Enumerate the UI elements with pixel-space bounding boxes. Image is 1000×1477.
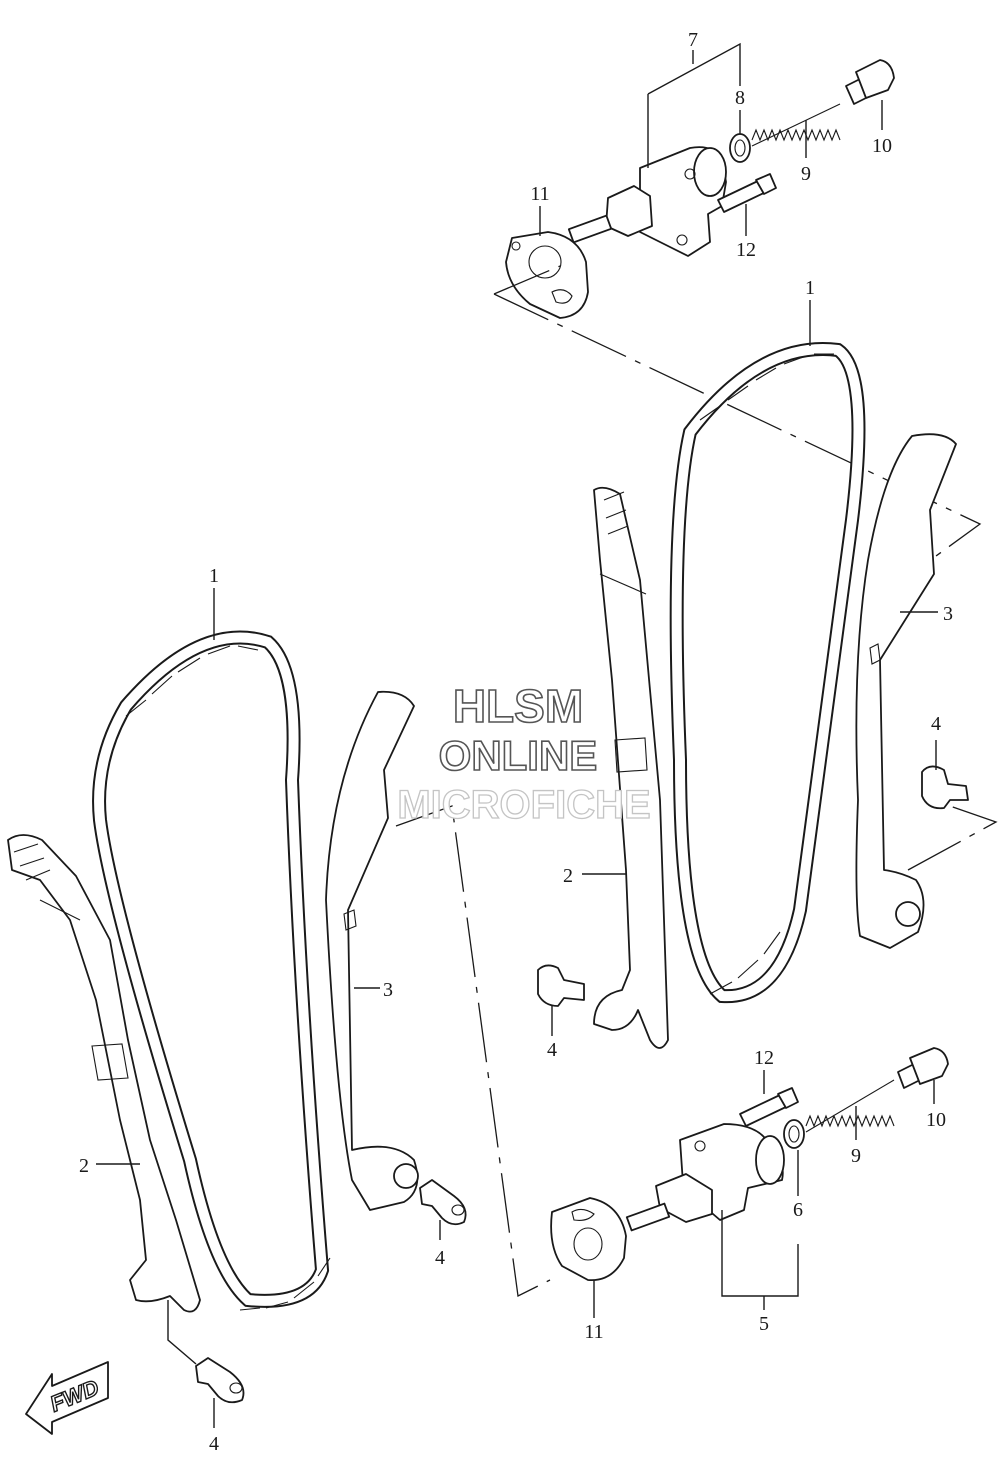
callout-upper-10: 10	[872, 135, 892, 157]
upper-tensioner-assembly	[505, 42, 895, 319]
spring-lower[interactable]	[805, 1114, 895, 1128]
watermark-line3: MICROFICHE	[397, 783, 650, 827]
watermark-line1: HLSM	[453, 680, 583, 732]
pivot-bolt-right-upper[interactable]	[921, 765, 969, 810]
callout-right-4a: 4	[931, 713, 941, 735]
callout-right-1: 1	[805, 277, 815, 299]
callout-right-3: 3	[943, 603, 953, 625]
chain-guide-left[interactable]	[7, 834, 201, 1313]
callout-upper-9: 9	[801, 163, 811, 185]
callout-upper-8: 8	[735, 87, 745, 109]
callout-left-4b: 4	[209, 1433, 219, 1455]
callout-left-3: 3	[383, 979, 393, 1001]
watermark: HLSM ONLINE MICROFICHE	[397, 679, 652, 827]
callout-lower-11: 11	[584, 1321, 603, 1343]
callout-lower-9: 9	[851, 1145, 861, 1167]
gasket-upper[interactable]	[505, 231, 589, 319]
callout-right-2: 2	[563, 865, 573, 887]
callout-right-4b: 4	[547, 1039, 557, 1061]
chain-guide-right[interactable]	[593, 486, 669, 1049]
callout-upper-12: 12	[736, 239, 756, 261]
left-cam-chain-group	[7, 588, 467, 1428]
pivot-bolt-right-lower[interactable]	[537, 964, 585, 1007]
callout-left-2: 2	[79, 1155, 89, 1177]
pivot-bolt-left-lower[interactable]	[195, 1357, 245, 1404]
gasket-lower[interactable]	[550, 1197, 627, 1281]
callout-labels: 7 8 9 10 11 12 1 2 3 4 4 1 2 3 4 4 5 6 9…	[79, 29, 953, 1455]
washer-lower[interactable]	[783, 1119, 805, 1149]
callout-left-4a: 4	[435, 1247, 445, 1269]
callout-lower-5: 5	[759, 1313, 769, 1335]
callout-upper-11: 11	[530, 183, 549, 205]
pivot-bolt-left-middle[interactable]	[419, 1179, 467, 1226]
lower-tensioner-assembly	[550, 1047, 949, 1318]
tensioner-guide-right[interactable]	[855, 433, 957, 949]
callout-lower-12: 12	[754, 1047, 774, 1069]
watermark-line2: ONLINE	[439, 732, 598, 779]
washer-upper[interactable]	[729, 133, 751, 163]
callout-lower-6: 6	[793, 1199, 803, 1221]
fwd-arrow: FWD	[25, 1361, 109, 1435]
fwd-arrow-icon	[25, 1361, 109, 1435]
callout-left-1: 1	[209, 565, 219, 587]
alignment-line-upper	[493, 265, 982, 557]
alignment-line-left	[395, 805, 551, 1297]
callout-upper-7: 7	[688, 29, 698, 51]
callout-lower-10: 10	[926, 1109, 946, 1131]
alignment-line-right	[907, 805, 998, 871]
tensioner-guide-left[interactable]	[325, 690, 419, 1211]
right-cam-chain-group	[537, 300, 969, 1049]
spring-upper[interactable]	[751, 128, 841, 142]
